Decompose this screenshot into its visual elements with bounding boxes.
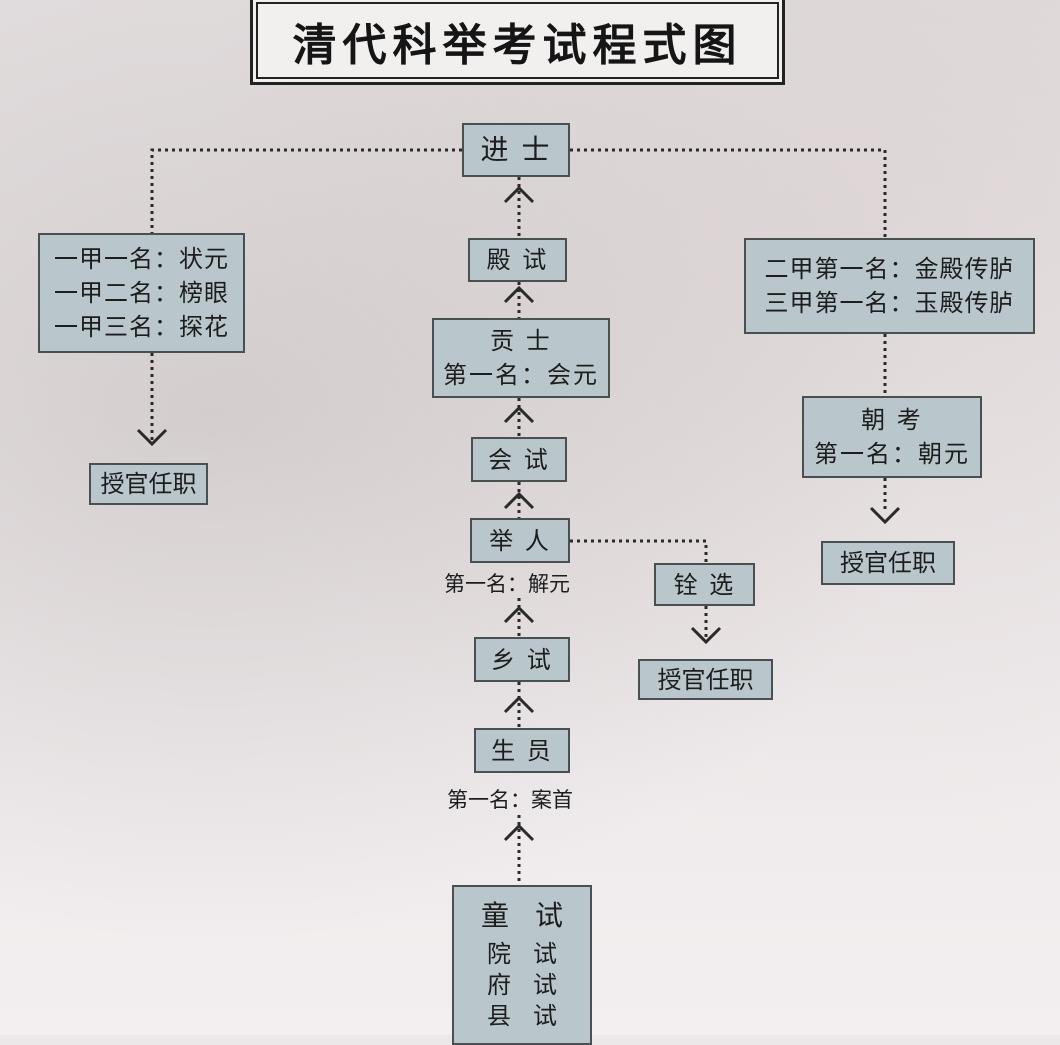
sanjia-line: 三甲第一名：玉殿传胪 <box>764 289 1015 317</box>
gongshi-first: 第一名：会元 <box>443 361 599 389</box>
box-dianshi: 殿 试 <box>468 238 567 282</box>
arrow-up-icon <box>503 823 535 842</box>
box-gongshi: 贡 士 第一名：会元 <box>432 318 610 398</box>
box-appoint-left: 授官任职 <box>89 463 208 505</box>
fushi-label: 府试 <box>487 971 579 999</box>
box-huishi: 会 试 <box>471 437 567 482</box>
juren-note: 第一名：解元 <box>444 572 570 596</box>
box-appoint-middle: 授官任职 <box>638 659 773 700</box>
diagram-title: 清代科举考试程式图 <box>250 0 785 85</box>
xianshi-label: 县试 <box>487 1002 579 1030</box>
arrow-down-icon <box>136 428 168 447</box>
gongshi-label: 贡 士 <box>490 327 552 355</box>
yuanshi-label: 院试 <box>487 940 579 968</box>
arrow-up-icon <box>503 185 535 204</box>
box-juren: 举 人 <box>470 518 570 563</box>
arrow-down-icon <box>869 506 901 525</box>
chaokao-label: 朝 考 <box>861 406 923 434</box>
box-tongshi: 童试 院试 府试 县试 <box>452 885 592 1045</box>
box-xiangshi: 乡 试 <box>474 637 570 682</box>
box-yijia: 一甲一名：状元 一甲二名：榜眼 一甲三名：探花 <box>38 233 245 353</box>
box-quanxuan: 铨 选 <box>654 563 755 606</box>
arrow-up-icon <box>503 285 535 304</box>
box-erjia-sanjia: 二甲第一名：金殿传胪 三甲第一名：玉殿传胪 <box>744 238 1035 334</box>
box-chaokao: 朝 考 第一名：朝元 <box>802 396 982 478</box>
arrow-up-icon <box>503 695 535 714</box>
arrow-up-icon <box>503 405 535 424</box>
box-jinshi: 进 士 <box>462 123 570 177</box>
box-shengyuan: 生 员 <box>474 728 570 773</box>
arrow-up-icon <box>503 491 535 510</box>
shengyuan-note: 第一名：案首 <box>447 788 573 812</box>
erjia-line: 二甲第一名：金殿传胪 <box>764 255 1015 283</box>
chaoyuan-line: 第一名：朝元 <box>814 440 970 468</box>
tanhua-line: 一甲三名：探花 <box>54 313 229 341</box>
tongshi-label: 童试 <box>480 899 589 932</box>
bangyan-line: 一甲二名：榜眼 <box>54 279 229 307</box>
arrow-up-icon <box>503 605 535 624</box>
zhuangyuan-line: 一甲一名：状元 <box>54 245 229 273</box>
arrow-down-icon <box>690 626 722 645</box>
box-appoint-right: 授官任职 <box>821 541 955 585</box>
